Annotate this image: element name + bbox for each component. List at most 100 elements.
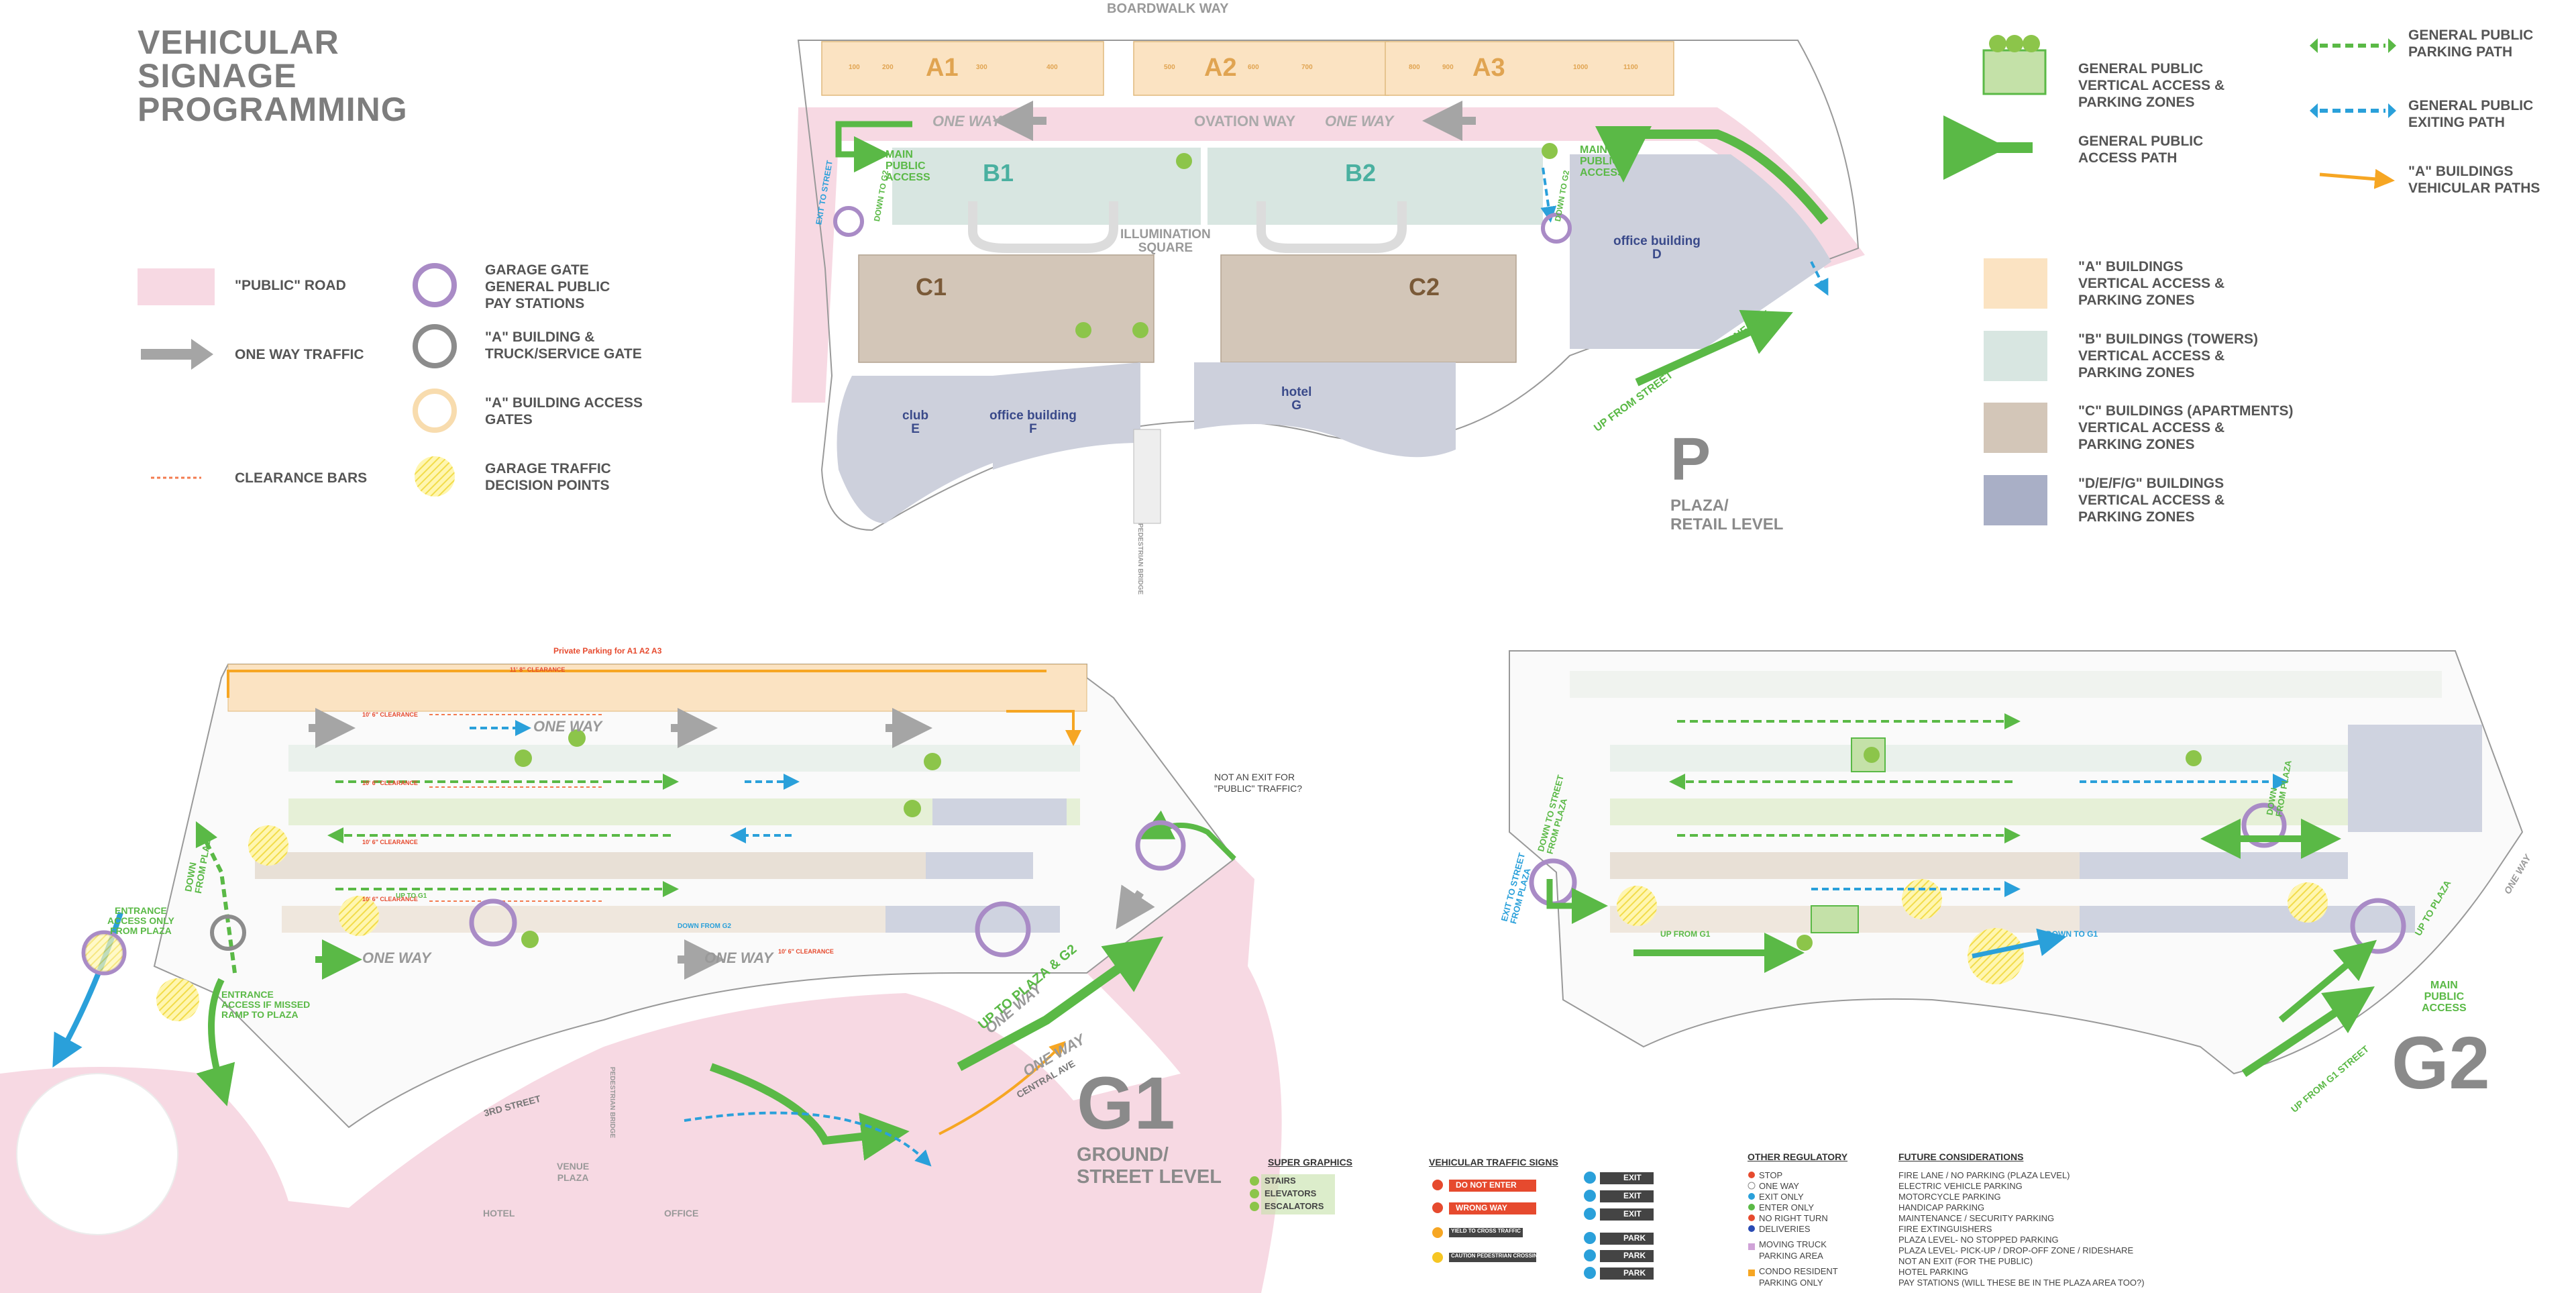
right-legend	[1943, 35, 2396, 525]
g1-venue-plaza: VENUE PLAZA	[557, 1161, 590, 1183]
a3-label: A3	[1472, 54, 1505, 82]
yellow-hatch-icon	[415, 456, 455, 497]
escalator-icon	[2023, 35, 2040, 52]
plaza-one-way-left: ONE WAY	[932, 113, 1002, 130]
a1-label: A1	[926, 54, 959, 82]
legend-exiting-path: GENERAL PUBLIC EXITING PATH	[2408, 98, 2534, 130]
gray-ring-icon	[413, 324, 457, 368]
future-item: HOTEL PARKING	[1898, 1267, 1969, 1277]
office-d-label: office building D	[1613, 234, 1701, 262]
hotel-g-label: hotel G	[1281, 385, 1312, 413]
g1-plan	[0, 664, 1282, 1293]
a2-zone	[1133, 41, 1389, 96]
ovation-way-label: OVATION WAY	[1194, 113, 1296, 130]
a-vehicular-path-icon	[2319, 168, 2395, 189]
plaza-level-letter: P	[1670, 426, 1711, 493]
sign-exit: EXIT	[1623, 1191, 1642, 1200]
g1-clearance-3: 10' 6" CLEARANCE	[362, 839, 418, 845]
legend-c-zone: "C" BUILDINGS (APARTMENTS) VERTICAL ACCE…	[2078, 403, 2294, 452]
other-regulatory-title: OTHER REGULATORY	[1748, 1151, 1848, 1162]
office-f-zone	[993, 362, 1140, 470]
g1-up-to-g1: UP TO G1	[396, 892, 427, 900]
public-road-swatch	[138, 268, 215, 305]
g1-clearance-top: 11' 8" CLEARANCE	[510, 666, 566, 673]
sign-exit: EXIT	[1623, 1173, 1642, 1182]
g1-down-from-g2: DOWN FROM G2	[678, 923, 731, 930]
g2-up-from-g1: UP FROM G1	[1660, 929, 1711, 939]
space-label: 700	[1301, 64, 1313, 71]
g1-one-way-left: ONE WAY	[362, 949, 431, 966]
g1-one-way-top: ONE WAY	[533, 718, 602, 735]
plaza-main-access-right: MAIN PUBLIC ACCESS	[1580, 144, 1625, 178]
future-item: MOTORCYCLE PARKING	[1898, 1192, 2001, 1202]
future-item: PAY STATIONS (WILL THESE BE IN THE PLAZA…	[1898, 1278, 2145, 1288]
hotel-g-zone	[1194, 362, 1456, 458]
g1-private-parking: Private Parking for A1 A2 A3	[553, 646, 662, 656]
b-zone-swatch	[1984, 331, 2047, 381]
regulatory-item: CONDO RESIDENT PARKING ONLY	[1759, 1266, 1838, 1288]
title-line: PROGRAMMING	[138, 91, 408, 128]
regulatory-item: MOVING TRUCK PARKING AREA	[1759, 1239, 1827, 1261]
left-legend	[138, 263, 457, 497]
legend-a-zone: "A" BUILDINGS VERTICAL ACCESS & PARKING …	[2078, 259, 2225, 308]
legend-a-paths: "A" BUILDINGS VEHICULAR PATHS	[2408, 164, 2540, 196]
a1-zone	[821, 41, 1104, 96]
g2-down-to-g1: DOWN TO G1	[2046, 929, 2098, 939]
regulatory-item: NO RIGHT TURN	[1759, 1213, 1828, 1223]
purple-ring-icon	[413, 263, 457, 307]
g1-hotel-label: HOTEL	[483, 1208, 515, 1219]
super-graphics-item: STAIRS	[1265, 1176, 1296, 1186]
regulatory-item: DELIVERIES	[1759, 1224, 1811, 1234]
one-way-arrow-icon	[141, 339, 213, 370]
b1-zone	[892, 148, 1201, 225]
g1-clearance-4: 10' 6" CLEARANCE	[362, 896, 418, 902]
g1-public-roads	[0, 859, 1282, 1293]
a2-label: A2	[1204, 54, 1237, 82]
regulatory-item: STOP	[1759, 1170, 1783, 1180]
regulatory-item: EXIT ONLY	[1759, 1192, 1804, 1202]
super-graphics-item: ESCALATORS	[1265, 1201, 1324, 1211]
space-label: 600	[1248, 64, 1259, 71]
a-zone-swatch	[1984, 258, 2047, 309]
super-graphics-item: ELEVATORS	[1265, 1188, 1317, 1198]
bottom-legend	[1250, 1172, 1756, 1280]
c-zone-swatch	[1984, 403, 2047, 453]
plaza-level-name: PLAZA/ RETAIL LEVEL	[1670, 497, 1784, 533]
club-e-zone	[837, 376, 993, 523]
future-item: PLAZA LEVEL- PICK-UP / DROP-OFF ZONE / R…	[1898, 1245, 2134, 1255]
g2-level-letter: G2	[2392, 1022, 2490, 1104]
legend-public-vertical: GENERAL PUBLIC VERTICAL ACCESS & PARKING…	[2078, 61, 2225, 110]
g1-clearance-1: 10' 6" CLEARANCE	[362, 711, 418, 718]
legend-public-road: "PUBLIC" ROAD	[235, 278, 346, 293]
g1-entrance-missed: ENTRANCE ACCESS IF MISSED RAMP TO PLAZA	[221, 989, 311, 1020]
page-title: VEHICULAR SIGNAGE PROGRAMMING	[138, 25, 408, 126]
illumination-square-label: ILLUMINATION SQUARE	[1120, 227, 1211, 255]
future-item: FIRE EXTINGUISHERS	[1898, 1224, 1992, 1234]
super-graphics-title: SUPER GRAPHICS	[1268, 1157, 1353, 1168]
c1-label: C1	[916, 273, 947, 301]
title-line: SIGNAGE	[138, 57, 297, 95]
b1-label: B1	[983, 159, 1014, 187]
future-item: HANDICAP PARKING	[1898, 1202, 1985, 1212]
g1-entrance-only: ENTRANCE ACCESS ONLY FROM PLAZA	[107, 905, 174, 936]
title-line: VEHICULAR	[138, 23, 339, 61]
g2-plan	[1509, 650, 2524, 1077]
boardwalk-way-label: BOARDWALK WAY	[1107, 1, 1229, 16]
legend-b-zone: "B" BUILDINGS (TOWERS) VERTICAL ACCESS &…	[2078, 331, 2259, 380]
g1-not-an-exit: NOT AN EXIT FOR "PUBLIC" TRAFFIC?	[1214, 772, 1303, 794]
space-label: 1100	[1623, 64, 1638, 71]
club-e-label: club E	[902, 409, 929, 436]
regulatory-item: ONE WAY	[1759, 1181, 1799, 1191]
tan-ring-icon	[413, 389, 457, 433]
c2-label: C2	[1409, 273, 1440, 301]
g1-one-way-right: ONE WAY	[704, 949, 773, 966]
plaza-public-road	[792, 107, 1865, 403]
space-label: 300	[976, 64, 987, 71]
sign-park: PARK	[1623, 1233, 1646, 1243]
legend-a-gate: "A" BUILDING & TRUCK/SERVICE GATE	[485, 329, 642, 362]
g1-office-label: OFFICE	[664, 1208, 699, 1219]
c2-zone	[1220, 254, 1517, 363]
c1-zone	[858, 254, 1155, 363]
legend-a-access: "A" BUILDING ACCESS GATES	[485, 395, 643, 427]
